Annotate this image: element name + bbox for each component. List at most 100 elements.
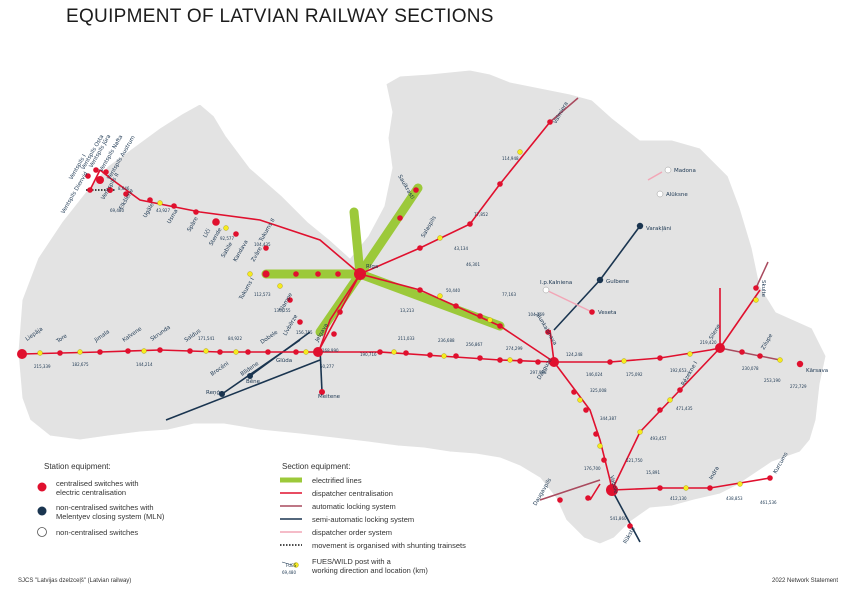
station-renge-marker[interactable] xyxy=(219,391,225,397)
station-daugavpils-marker[interactable] xyxy=(606,484,618,496)
station-sloka-marker[interactable] xyxy=(293,271,299,277)
station-meitene-marker[interactable] xyxy=(319,389,325,395)
station-gulbene-marker[interactable] xyxy=(636,222,644,230)
station-karsava-marker[interactable] xyxy=(753,285,759,291)
fues-post-marker[interactable] xyxy=(247,271,253,277)
station-varaklani-marker[interactable] xyxy=(607,359,613,365)
station-tore-marker[interactable] xyxy=(57,350,63,356)
station-jersika-marker[interactable] xyxy=(583,407,589,413)
fues-post-marker[interactable] xyxy=(597,443,603,449)
fues-post-marker[interactable] xyxy=(507,357,513,363)
fues-post-marker[interactable] xyxy=(637,429,643,435)
station-ogre-marker[interactable] xyxy=(417,287,423,293)
station-tukums2-marker[interactable] xyxy=(263,245,269,251)
station-daudzeva-marker[interactable] xyxy=(497,357,503,363)
station-slampe-marker[interactable] xyxy=(287,297,293,303)
station-ludza-marker[interactable] xyxy=(757,353,763,359)
fues-post-marker[interactable] xyxy=(487,317,493,323)
station-rezekne-marker[interactable] xyxy=(715,343,725,353)
station-menta-marker[interactable] xyxy=(477,355,483,361)
station-ventspils-marker[interactable] xyxy=(96,176,104,184)
station-indra-marker[interactable] xyxy=(767,475,773,481)
station-dobele-marker[interactable] xyxy=(265,349,271,355)
station-spare-marker[interactable] xyxy=(193,209,199,215)
station-malta-marker[interactable] xyxy=(677,387,683,393)
station-silene-marker[interactable] xyxy=(657,407,663,413)
fues-post-marker[interactable] xyxy=(141,348,147,354)
fues-post-marker[interactable] xyxy=(437,293,443,299)
station-iecava-marker[interactable] xyxy=(377,349,383,355)
fues-post-marker[interactable] xyxy=(517,149,523,155)
station-olaine-marker[interactable] xyxy=(337,309,343,315)
station-ugale-marker[interactable] xyxy=(147,197,153,203)
station-nicgale-marker[interactable] xyxy=(593,431,599,437)
station-lugazi-marker[interactable] xyxy=(547,119,553,125)
station-gluda-marker[interactable] xyxy=(293,349,299,355)
station-usma-marker[interactable] xyxy=(171,203,177,209)
fues-post-marker[interactable] xyxy=(277,283,283,289)
fues-post-marker[interactable] xyxy=(391,349,397,355)
station-livbere-marker[interactable] xyxy=(297,319,303,325)
fues-post-marker[interactable] xyxy=(687,351,693,357)
fues-post-marker[interactable] xyxy=(303,349,309,355)
station-broceni-marker[interactable] xyxy=(217,349,223,355)
station-dzeguze-marker[interactable] xyxy=(535,359,541,365)
station-stende-marker[interactable] xyxy=(212,218,220,226)
station-jelgava-marker[interactable] xyxy=(313,347,323,357)
fues-post-marker[interactable] xyxy=(683,485,689,491)
station-ventspils-jura-marker[interactable] xyxy=(93,167,99,173)
station-zilupe-marker[interactable] xyxy=(796,360,804,368)
fues-post-marker[interactable] xyxy=(437,235,443,241)
station-vabole-marker[interactable] xyxy=(601,457,607,463)
station-jaunkalsnava-marker[interactable] xyxy=(589,309,595,315)
station-kalvene-marker[interactable] xyxy=(125,348,131,354)
station-kurcums-marker[interactable] xyxy=(627,523,633,529)
station-cirma-marker[interactable] xyxy=(739,349,745,355)
station-livani-marker[interactable] xyxy=(571,389,577,395)
station-aizkraukle-marker[interactable] xyxy=(497,323,503,329)
fues-post-marker[interactable] xyxy=(777,357,783,363)
fues-post-marker[interactable] xyxy=(157,200,163,206)
station-sece-marker[interactable] xyxy=(517,358,523,364)
station-garoza-marker[interactable] xyxy=(331,331,337,337)
station-blidene-marker[interactable] xyxy=(245,349,251,355)
station-ilukste-marker[interactable] xyxy=(585,495,591,501)
station-lielvarde-marker[interactable] xyxy=(453,303,459,309)
station-bene-marker[interactable] xyxy=(247,373,253,379)
station-egliane-marker[interactable] xyxy=(557,497,563,503)
station-cesis-marker[interactable] xyxy=(467,221,473,227)
fues-post-marker[interactable] xyxy=(77,349,83,355)
station-priedaine-marker[interactable] xyxy=(335,271,341,277)
station-ventspils2-marker[interactable] xyxy=(107,187,113,193)
fues-post-marker[interactable] xyxy=(441,353,447,359)
station-jimala-marker[interactable] xyxy=(97,349,103,355)
station-skulte-marker[interactable] xyxy=(413,187,419,193)
fues-post-marker[interactable] xyxy=(737,481,743,487)
station-ventspils-nafta-marker[interactable] xyxy=(103,169,109,175)
station-aluksne-marker[interactable] xyxy=(664,166,672,174)
station-veseta-marker[interactable] xyxy=(542,286,550,294)
fues-post-marker[interactable] xyxy=(621,358,627,364)
station-misa-marker[interactable] xyxy=(403,350,409,356)
fues-post-marker[interactable] xyxy=(203,348,209,354)
fues-post-marker[interactable] xyxy=(223,225,229,231)
station-vecumnieki-marker[interactable] xyxy=(427,352,433,358)
station-saldus-marker[interactable] xyxy=(187,348,193,354)
station-ipkalniena-marker[interactable] xyxy=(656,190,664,198)
station-vilani-marker[interactable] xyxy=(657,355,663,361)
station-plavinas-marker[interactable] xyxy=(545,329,551,335)
station-kandava-marker[interactable] xyxy=(233,231,239,237)
station-riga-marker[interactable] xyxy=(354,268,366,280)
station-kraslava-marker[interactable] xyxy=(707,485,713,491)
station-saulkrasti-marker[interactable] xyxy=(397,215,403,221)
fues-post-marker[interactable] xyxy=(577,397,583,403)
station-elkslene-marker[interactable] xyxy=(123,191,129,197)
station-madona-marker[interactable] xyxy=(596,276,604,284)
fues-post-marker[interactable] xyxy=(37,350,43,356)
station-valmiera-marker[interactable] xyxy=(497,181,503,187)
station-tukums1-marker[interactable] xyxy=(262,270,270,278)
station-skrunda-marker[interactable] xyxy=(157,347,163,353)
station-ventspils-osta-marker[interactable] xyxy=(85,173,91,179)
fues-post-marker[interactable] xyxy=(233,349,239,355)
station-liepaja-marker[interactable] xyxy=(17,349,27,359)
